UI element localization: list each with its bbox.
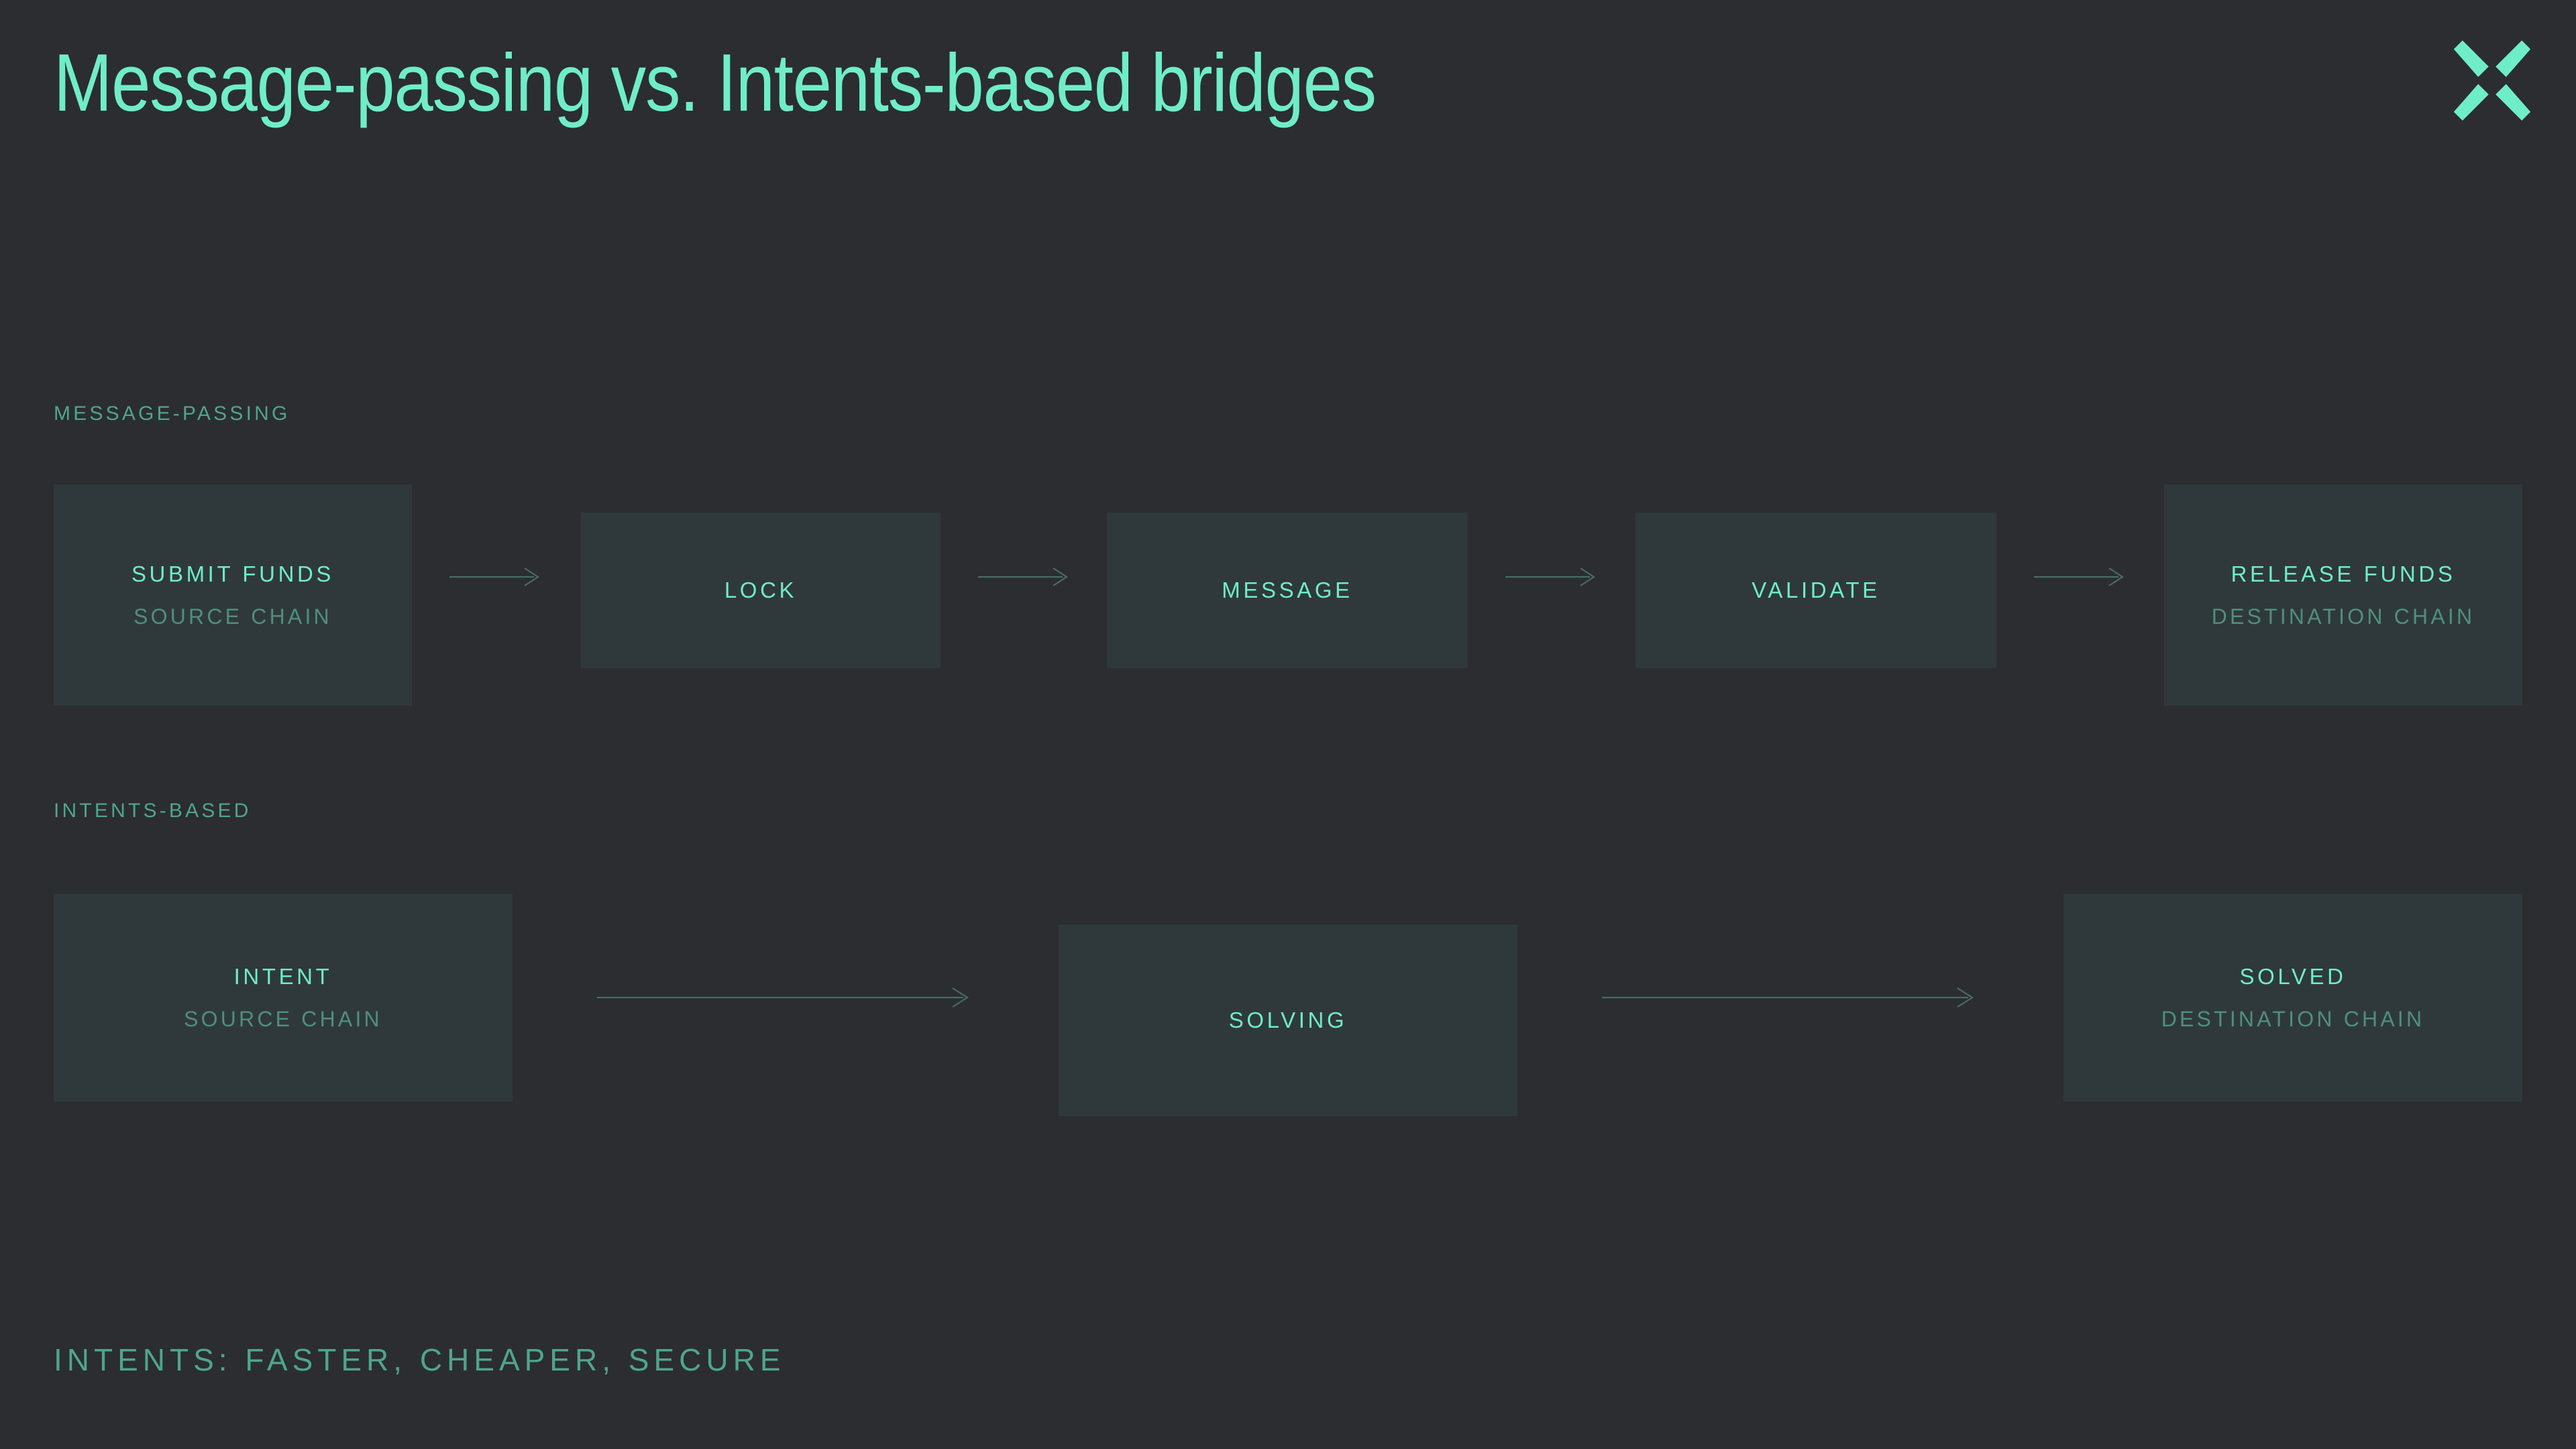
- flow-box-title: VALIDATE: [1752, 578, 1880, 602]
- flow-box-title: RELEASE FUNDS: [2231, 561, 2456, 586]
- flow-box-lock[interactable]: LOCK: [581, 513, 941, 668]
- section-label-intents-based: INTENTS-BASED: [54, 800, 252, 822]
- footer-tagline: INTENTS: FASTER, CHEAPER, SECURE: [54, 1342, 786, 1377]
- flow-box-title: MESSAGE: [1222, 578, 1353, 602]
- page-title: Message-passing vs. Intents-based bridge…: [54, 37, 1377, 128]
- flow-box-title: SOLVING: [1228, 1008, 1348, 1032]
- flow-box-subtitle: SOURCE CHAIN: [133, 604, 332, 629]
- flow-box-solved[interactable]: SOLVED DESTINATION CHAIN: [2063, 894, 2522, 1102]
- flow-arrow-icon: [597, 984, 973, 1011]
- flow-box-title: INTENT: [233, 963, 333, 989]
- flow-box-subtitle: SOURCE CHAIN: [184, 1006, 382, 1031]
- page-header: Message-passing vs. Intents-based bridge…: [0, 0, 2576, 201]
- flow-box-subtitle: DESTINATION CHAIN: [2161, 1006, 2425, 1031]
- x-mark-icon: [2449, 37, 2536, 124]
- flow-box-intent[interactable]: INTENT SOURCE CHAIN: [54, 894, 513, 1102]
- flow-box-title: LOCK: [724, 578, 798, 602]
- flow-box-release-funds[interactable]: RELEASE FUNDS DESTINATION CHAIN: [2164, 484, 2522, 706]
- flow-box-submit-funds[interactable]: SUBMIT FUNDS SOURCE CHAIN: [54, 484, 412, 706]
- flow-arrow-icon: [978, 564, 1072, 590]
- flow-row-intents-based: INTENT SOURCE CHAIN SOLVING SOLVED DESTI…: [0, 855, 2576, 1123]
- flow-box-title: SUBMIT FUNDS: [131, 561, 335, 586]
- flow-arrow-icon: [2034, 564, 2128, 590]
- section-label-message-passing: MESSAGE-PASSING: [54, 402, 290, 425]
- flow-box-validate[interactable]: VALIDATE: [1635, 513, 1996, 668]
- flow-box-message[interactable]: MESSAGE: [1107, 513, 1468, 668]
- flow-arrow-icon: [1602, 984, 1978, 1011]
- flow-arrow-icon: [449, 564, 543, 590]
- flow-row-message-passing: SUBMIT FUNDS SOURCE CHAIN LOCK MESSAGE: [0, 458, 2576, 726]
- flow-arrow-icon: [1505, 564, 1599, 590]
- flow-box-subtitle: DESTINATION CHAIN: [2211, 604, 2475, 629]
- flow-box-solving[interactable]: SOLVING: [1059, 924, 1517, 1116]
- flow-box-title: SOLVED: [2239, 963, 2347, 989]
